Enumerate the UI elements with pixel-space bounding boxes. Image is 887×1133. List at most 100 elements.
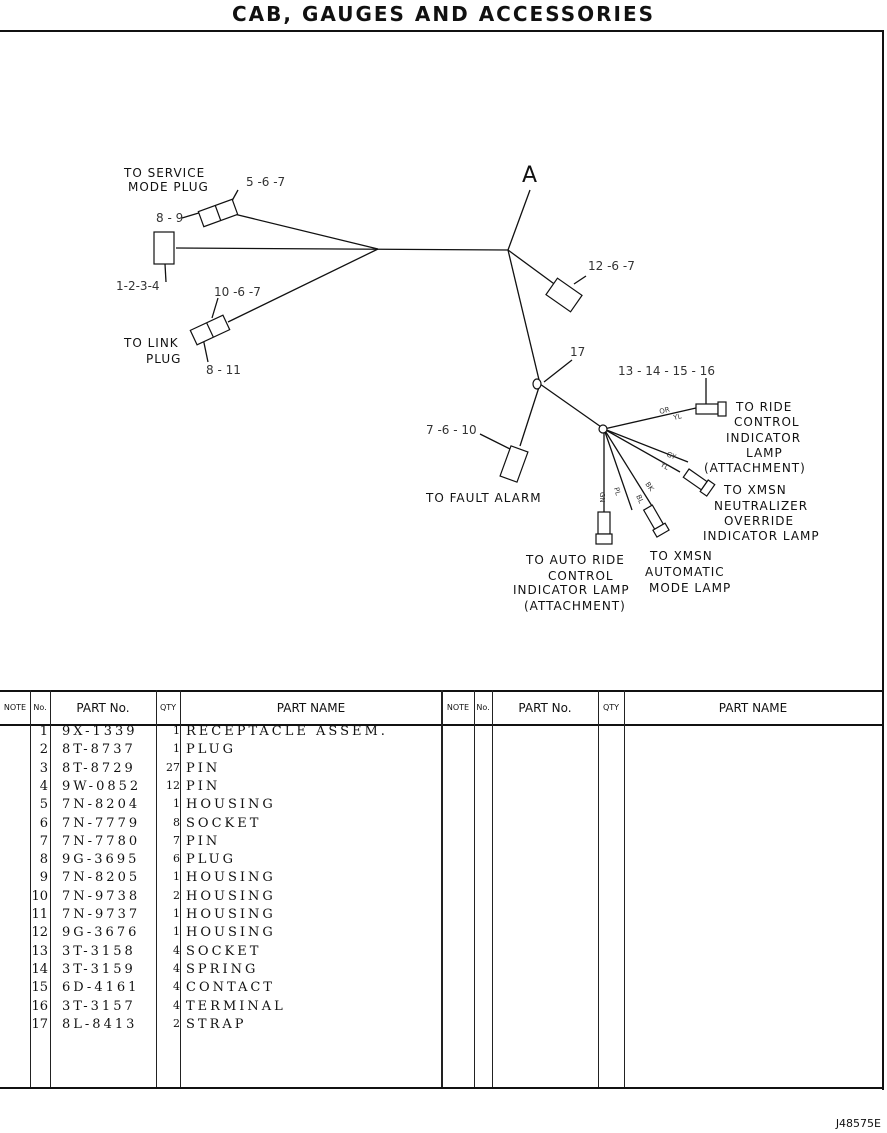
part-name: SPRING (186, 961, 259, 977)
callout-5-6-7: 5 -6 -7 (246, 175, 285, 189)
part-number: 7N-8204 (62, 797, 141, 813)
part-name: HOUSING (186, 797, 276, 813)
page-right-border (882, 30, 884, 1090)
part-number: 6D-4161 (62, 980, 140, 996)
label-auto-ride-2: CONTROL (548, 569, 614, 583)
junction-line (539, 383, 605, 430)
page-title: CAB, GAUGES AND ACCESSORIES (231, 2, 656, 26)
item-number: 16 (31, 998, 48, 1014)
wire-ride-control (603, 407, 697, 430)
wire-code-4: YL (658, 460, 670, 472)
xmsn-neutralizer-lamp-socket (682, 468, 716, 497)
fault-alarm-connector (499, 445, 529, 483)
part-number: 3T-3157 (62, 998, 136, 1014)
part-number: 8T-8729 (62, 760, 136, 776)
branch-17-line (507, 249, 541, 385)
quantity: 2 (173, 888, 180, 902)
part-name: SOCKET (186, 943, 262, 959)
label-xmsn-neutralizer-4: INDICATOR LAMP (703, 529, 820, 543)
housing-12-connector (545, 277, 583, 313)
label-xmsn-neutralizer-3: OVERRIDE (724, 514, 794, 528)
part-number: 7N-7780 (62, 833, 141, 849)
service-mode-plug-connector (197, 198, 239, 228)
part-name: STRAP (186, 1016, 247, 1032)
label-xmsn-neutralizer-2: NEUTRALIZER (714, 499, 808, 513)
wire-xmsn-neutralizer-2 (603, 428, 681, 473)
label-xmsn-auto-3: MODE LAMP (649, 581, 731, 595)
part-name: PLUG (186, 742, 237, 758)
part-number: 9G-3676 (62, 925, 140, 941)
quantity: 1 (173, 925, 180, 939)
header-qty-right: QTY (602, 703, 620, 712)
item-number: 10 (31, 888, 48, 904)
part-name: RECEPTACLE ASSEM. (186, 724, 388, 739)
header-part-name-right: PART NAME (718, 701, 788, 715)
quantity: 1 (173, 724, 180, 737)
header-no-right: No. (476, 703, 490, 712)
quantity: 4 (173, 961, 180, 975)
part-number: 8T-8737 (62, 742, 136, 758)
part-name: HOUSING (186, 907, 276, 922)
fault-alarm-line (519, 383, 541, 447)
label-ride-control-4: LAMP (746, 446, 783, 460)
item-number: 8 (39, 852, 48, 868)
header-part-name-left: PART NAME (276, 701, 346, 715)
header-note-left: NOTE (3, 703, 27, 712)
wire-xmsn-neutralizer (603, 428, 689, 463)
wire-code-5: BK (643, 481, 655, 494)
label-ride-control-2: CONTROL (734, 415, 800, 429)
part-number: 7N-7779 (62, 815, 141, 831)
label-ride-control-3: INDICATOR (726, 431, 801, 445)
leader-1234 (164, 263, 167, 283)
label-xmsn-auto-1: TO XMSN (649, 549, 713, 563)
wire-code-3: GY (665, 450, 677, 461)
part-number: 8L-8413 (62, 1016, 138, 1032)
col-divider (474, 690, 475, 1088)
wire-code-7: PL (612, 486, 622, 496)
label-auto-ride-4: (ATTACHMENT) (524, 599, 626, 613)
callout-1-2-3-4: 1-2-3-4 (116, 279, 160, 293)
leader-7610 (479, 433, 513, 451)
wire-xmsn-auto (603, 428, 653, 507)
callout-17: 17 (570, 345, 585, 359)
quantity: 8 (173, 815, 180, 829)
quantity: 4 (173, 998, 180, 1012)
branch-a-line (507, 189, 531, 251)
part-name: PIN (186, 778, 221, 794)
view-letter-a: A (522, 163, 537, 188)
part-name: HOUSING (186, 925, 276, 941)
ride-control-lamp-socket (695, 401, 727, 417)
wire-xmsn-auto-2 (603, 428, 633, 511)
part-name: PIN (186, 833, 221, 849)
col-divider (180, 690, 181, 1088)
part-name: HOUSING (186, 888, 276, 904)
header-part-no-left: PART No. (76, 701, 130, 715)
col-divider (50, 690, 51, 1088)
harness-junction (598, 424, 608, 434)
auto-ride-lamp-socket (595, 511, 613, 545)
link-branch-line (227, 248, 379, 323)
leader-17 (543, 359, 573, 383)
part-number: 3T-3158 (62, 943, 136, 959)
part-number: 9X-1339 (62, 724, 138, 739)
branch-12-line (507, 249, 558, 287)
label-xmsn-auto-2: AUTOMATIC (645, 565, 725, 579)
quantity: 4 (173, 980, 180, 994)
header-qty-left: QTY (159, 703, 177, 712)
quantity: 27 (166, 760, 180, 774)
item-number: 5 (39, 797, 48, 813)
strap-clip (532, 378, 542, 390)
part-name: HOUSING (186, 870, 276, 886)
